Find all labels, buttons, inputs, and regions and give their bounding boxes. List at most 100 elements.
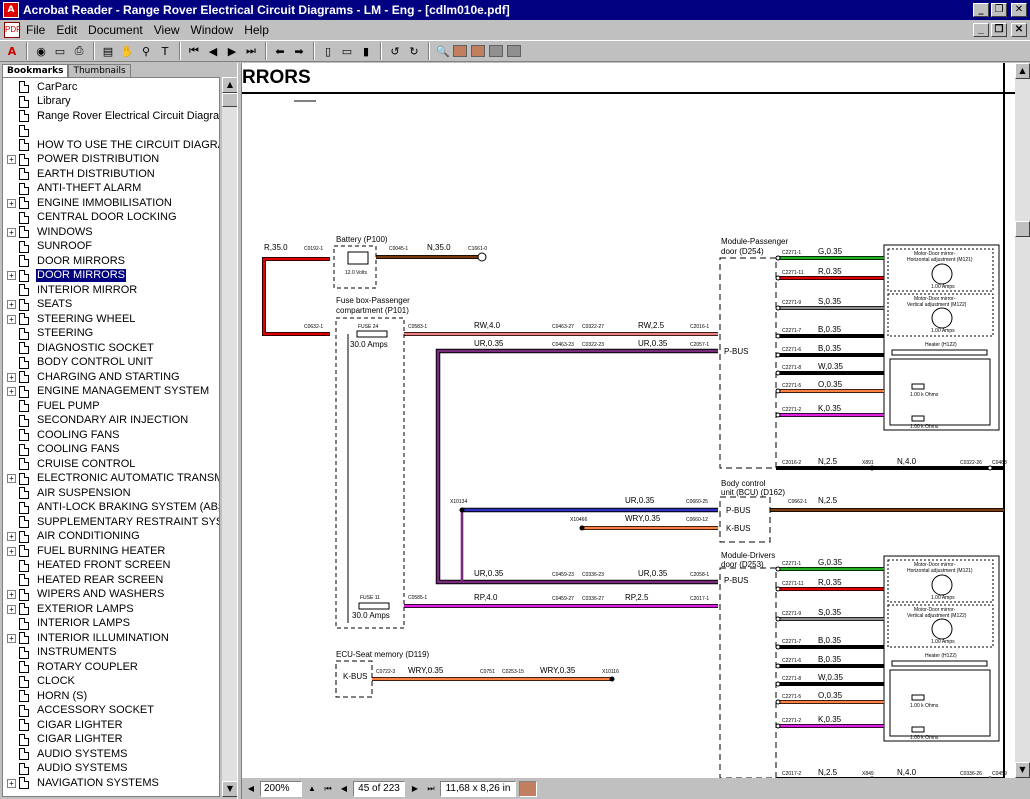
bookmark-item[interactable]: STEERING xyxy=(3,327,94,342)
first-page-icon[interactable]: ⏮ xyxy=(189,44,199,57)
bookmark-item[interactable]: +ENGINE MANAGEMENT SYSTEM xyxy=(3,385,210,400)
status-prev-page-icon[interactable]: ◀ xyxy=(340,783,348,793)
bookmark-item[interactable]: INTERIOR LAMPS xyxy=(3,617,131,632)
go-forward-icon[interactable]: ➡ xyxy=(294,44,304,58)
bookmark-item[interactable]: +SEATS xyxy=(3,298,73,313)
tab-thumbnails[interactable]: Thumbnails xyxy=(68,64,131,77)
expand-icon[interactable]: + xyxy=(7,387,16,397)
expand-icon[interactable]: + xyxy=(7,546,16,556)
web-icon[interactable]: ◉ xyxy=(36,44,46,58)
highlight-swatch-2-icon[interactable] xyxy=(471,45,485,57)
bookmark-item[interactable]: ROTARY COUPLER xyxy=(3,660,139,675)
document-icon[interactable]: PDF xyxy=(4,21,21,38)
bookmark-item[interactable]: AUDIO SYSTEMS xyxy=(3,747,128,762)
zoom-menu-icon[interactable]: ▲ xyxy=(308,783,316,793)
find-icon[interactable]: 🔍 xyxy=(436,44,450,58)
hand-tool-icon[interactable]: ✋ xyxy=(120,44,134,58)
scroll-up-icon[interactable]: ▲ xyxy=(222,77,238,93)
bookmark-item[interactable]: SUNROOF xyxy=(3,240,93,255)
document-scrollbar[interactable]: ▲ ▼ xyxy=(1015,63,1030,778)
last-page-icon[interactable]: ⏭ xyxy=(246,44,256,57)
bookmark-item[interactable]: DIAGNOSTIC SOCKET xyxy=(3,341,155,356)
expand-icon[interactable]: + xyxy=(7,372,16,382)
open-icon[interactable]: ▭ xyxy=(54,44,66,58)
next-page-icon[interactable]: ▶ xyxy=(227,44,237,58)
go-back-icon[interactable]: ⬅ xyxy=(275,44,285,58)
bookmark-item[interactable]: INSTRUMENTS xyxy=(3,646,117,661)
rotate-right-icon[interactable]: ↻ xyxy=(409,44,419,58)
menu-view[interactable]: View xyxy=(153,22,180,37)
grey-swatch-2-icon[interactable] xyxy=(507,45,521,57)
bookmark-item[interactable]: AIR SUSPENSION xyxy=(3,486,132,501)
bookmark-item[interactable]: +AIR CONDITIONING xyxy=(3,530,141,545)
bookmark-item[interactable]: +NAVIGATION SYSTEMS xyxy=(3,776,160,791)
bookmark-item[interactable]: +FUEL BURNING HEATER xyxy=(3,544,166,559)
bookmark-item[interactable]: CENTRAL DOOR LOCKING xyxy=(3,211,178,226)
bookmark-item[interactable]: +WINDOWS xyxy=(3,225,94,240)
bookmark-item[interactable]: +INTERIOR ILLUMINATION xyxy=(3,631,170,646)
bookmark-item[interactable]: CIGAR LIGHTER xyxy=(3,733,124,748)
bookmark-item[interactable]: SUPPLEMENTARY RESTRAINT SYSTEM ( xyxy=(3,515,219,530)
grey-swatch-icon[interactable] xyxy=(489,45,503,57)
menu-edit[interactable]: Edit xyxy=(56,22,78,37)
scroll-down-icon[interactable]: ▼ xyxy=(222,781,238,797)
bookmark-item[interactable]: COOLING FANS xyxy=(3,428,121,443)
bookmark-item[interactable]: +WIPERS AND WASHERS xyxy=(3,588,165,603)
bookmark-item[interactable]: AUDIO SYSTEMS xyxy=(3,762,128,777)
print-icon[interactable]: ⎙ xyxy=(74,44,84,57)
bookmark-item[interactable]: Range Rover Electrical Circuit Diagrams … xyxy=(3,109,219,124)
status-left-icon[interactable]: ◀ xyxy=(247,783,255,793)
bookmark-item[interactable]: INTERIOR MIRROR xyxy=(3,283,138,298)
bookmark-item[interactable]: ANTI-THEFT ALARM xyxy=(3,182,142,197)
text-select-icon[interactable]: T xyxy=(161,44,169,58)
bookmark-item[interactable]: +POWER DISTRIBUTION xyxy=(3,153,160,168)
expand-icon[interactable]: + xyxy=(7,155,16,165)
bookmark-item[interactable]: HORN (S) xyxy=(3,689,88,704)
bookmark-item[interactable]: SECONDARY AIR INJECTION xyxy=(3,414,189,429)
menu-help[interactable]: Help xyxy=(244,22,269,37)
bookmark-item[interactable]: ANTI-LOCK BRAKING SYSTEM (ABS) xyxy=(3,501,219,516)
bookmark-item[interactable]: ACCESSORY SOCKET xyxy=(3,704,155,719)
bookmark-item[interactable]: COOLING FANS xyxy=(3,443,121,458)
bookmark-item[interactable]: FUEL PUMP xyxy=(3,399,101,414)
expand-icon[interactable]: + xyxy=(7,778,16,788)
scroll-thumb[interactable] xyxy=(222,93,238,107)
close-button[interactable]: ✕ xyxy=(1011,3,1027,17)
doc-close-button[interactable]: ✕ xyxy=(1011,22,1027,37)
bookmark-item[interactable]: CRUISE CONTROL xyxy=(3,457,136,472)
bookmark-item[interactable] xyxy=(3,124,38,139)
bookmark-item[interactable]: CLOCK xyxy=(3,675,76,690)
expand-icon[interactable]: + xyxy=(7,300,16,310)
bookmark-scrollbar[interactable]: ▲ ▼ xyxy=(221,77,238,797)
status-last-page-icon[interactable]: ⏭ xyxy=(427,783,435,793)
bookmark-item[interactable]: +CHARGING AND STARTING xyxy=(3,370,181,385)
expand-icon[interactable]: + xyxy=(7,633,16,643)
zoom-level[interactable]: 200% xyxy=(260,780,302,797)
zoom-tool-icon[interactable]: ⚲ xyxy=(141,44,151,58)
rotate-left-icon[interactable]: ↺ xyxy=(390,44,400,58)
doc-scroll-up-icon[interactable]: ▲ xyxy=(1015,63,1030,79)
fit-width-icon[interactable]: ▮ xyxy=(362,44,370,58)
bookmark-item[interactable]: +DOOR MIRRORS xyxy=(3,268,127,284)
doc-scroll-thumb[interactable] xyxy=(1015,221,1030,237)
expand-icon[interactable]: + xyxy=(7,271,16,281)
bookmark-item[interactable]: EARTH DISTRIBUTION xyxy=(3,167,156,182)
page-number[interactable]: 45 of 223 xyxy=(353,780,405,797)
bookmark-item[interactable]: DOOR MIRRORS xyxy=(3,254,126,269)
expand-icon[interactable]: + xyxy=(7,604,16,614)
actual-size-icon[interactable]: ▯ xyxy=(324,44,332,58)
fit-page-icon[interactable]: ▭ xyxy=(341,44,353,58)
restore-button[interactable]: ❐ xyxy=(991,3,1007,17)
menu-document[interactable]: Document xyxy=(88,22,143,37)
bookmark-item[interactable]: +ENGINE IMMOBILISATION xyxy=(3,196,173,211)
expand-icon[interactable]: + xyxy=(7,532,16,542)
bookmark-item[interactable]: HEATED FRONT SCREEN xyxy=(3,559,171,574)
menu-window[interactable]: Window xyxy=(190,22,234,37)
expand-icon[interactable]: + xyxy=(7,314,16,324)
bookmark-item[interactable]: CarParc xyxy=(3,80,78,95)
doc-restore-button[interactable]: ❐ xyxy=(991,22,1007,37)
doc-minimize-button[interactable]: _ xyxy=(973,22,989,37)
expand-icon[interactable]: + xyxy=(7,198,16,208)
tab-bookmarks[interactable]: Bookmarks xyxy=(2,64,69,77)
pane-splitter[interactable] xyxy=(237,63,242,799)
